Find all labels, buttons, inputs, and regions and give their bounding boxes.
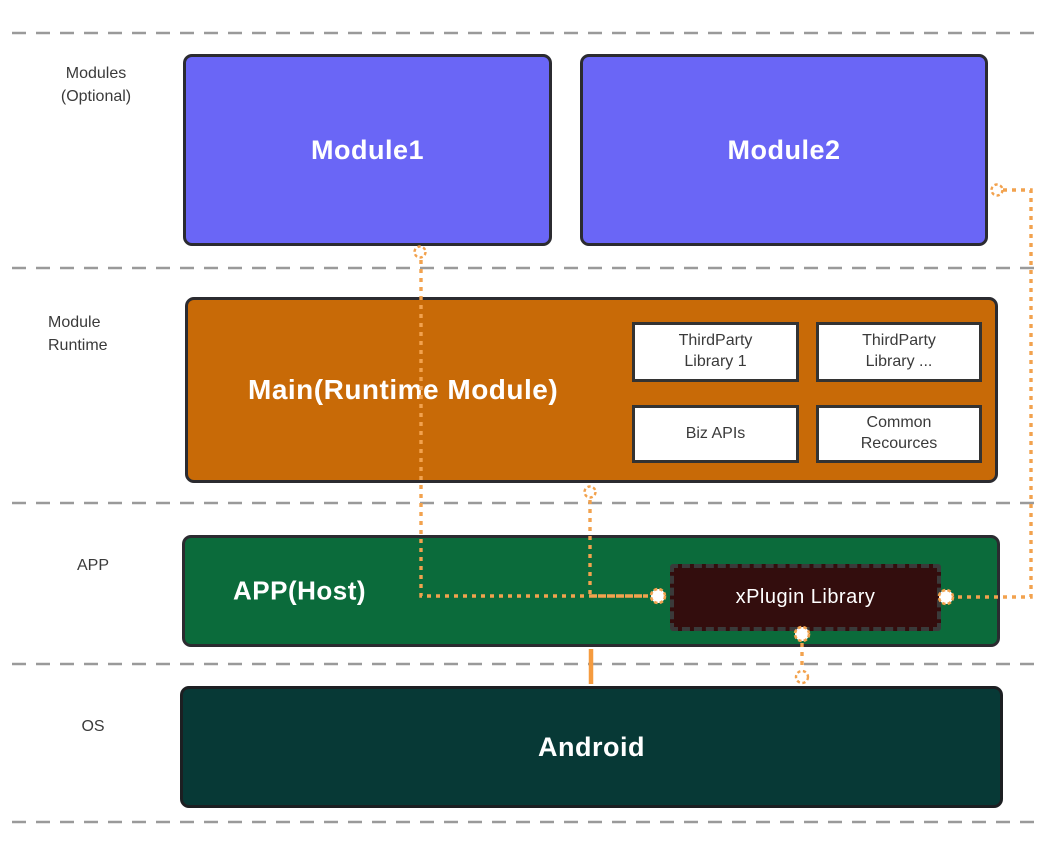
layer-label-line: Runtime [48,337,108,355]
layer-label-line: OS [81,718,105,735]
app-host-box: APP(Host) xPlugin Library [182,535,1000,647]
layer-label-line: Module [48,314,101,331]
module2-label: Module2 [727,134,841,165]
biz-apis-label: Biz APIs [685,424,746,442]
xplugin-library-box: xPlugin Library [670,564,941,631]
app-host-label: APP(Host) [233,575,367,606]
thirdparty-library-more-box: ThirdParty Library ... [816,322,982,382]
layer-label-app: APP [30,554,156,577]
layer-label-line: APP [76,557,109,574]
layer-label-os: OS [30,715,156,738]
common-resources-line: Recources [860,435,938,452]
thirdparty-library-more-line: Library ... [865,353,933,370]
module2-box: Module2 [580,54,988,246]
xplugin-library-label: xPlugin Library [735,586,876,608]
common-resources-box: Common Recources [816,405,982,463]
android-box: Android [180,686,1003,808]
main-runtime-label: Main(Runtime Module) [248,374,559,405]
android-label: Android [538,731,645,762]
module1-box: Module1 [183,54,552,246]
thirdparty-library-more-line: ThirdParty [862,332,936,350]
layer-label-modules: Modules (Optional) [33,62,159,108]
layer-label-module-runtime: Module Runtime [48,311,174,357]
thirdparty-library-1-line: ThirdParty [678,332,753,350]
endpoint-circle-main-bottom [583,485,597,499]
main-runtime-box: Main(Runtime Module) ThirdParty Library … [185,297,998,483]
endpoint-circle-android-top [794,669,810,685]
thirdparty-library-1-line: Library 1 [684,353,747,370]
endpoint-circle-module1-bottom [413,245,427,259]
layer-label-line: Modules [65,65,127,82]
thirdparty-library-1-box: ThirdParty Library 1 [632,322,799,382]
layer-label-line: (Optional) [60,88,132,106]
biz-apis-box: Biz APIs [632,405,799,463]
common-resources-line: Common [866,414,932,432]
endpoint-circle-module2-right [990,183,1004,197]
module1-label: Module1 [310,134,424,165]
